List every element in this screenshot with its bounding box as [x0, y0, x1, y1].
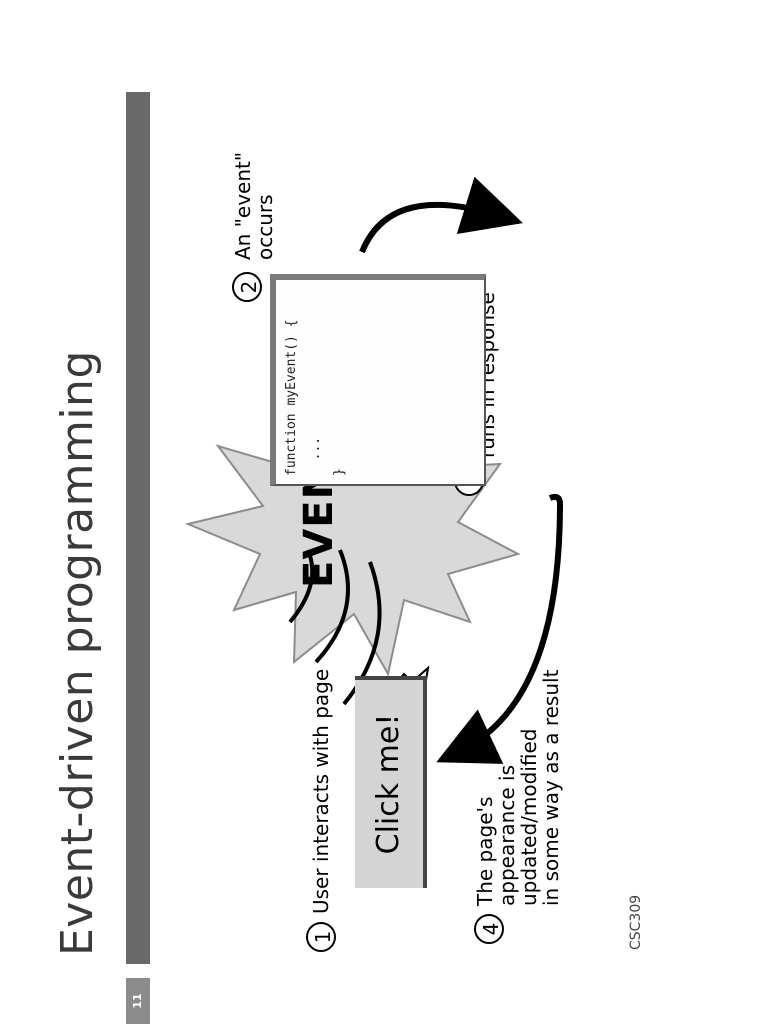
- code-snippet: function myEvent() { ... }: [284, 319, 347, 476]
- step-1-number: 1: [306, 922, 336, 952]
- step-1-text: User interacts with page: [309, 668, 333, 914]
- step-2-text: An "event" occurs: [231, 151, 277, 260]
- arrow-event-to-code: [359, 176, 523, 254]
- arrow-code-to-page: [436, 493, 564, 764]
- code-snippet-box: function myEvent() { ... }: [270, 274, 486, 486]
- step-4-text: The page's appearance is updated/modifie…: [473, 669, 563, 906]
- interaction-wave-2: [314, 549, 350, 664]
- step-4-number: 4: [474, 914, 504, 944]
- interaction-wave-1: [288, 549, 315, 624]
- course-footer: CSC309: [628, 894, 644, 950]
- step-2-number: 2: [232, 272, 262, 302]
- click-me-button[interactable]: Click me!: [355, 676, 427, 888]
